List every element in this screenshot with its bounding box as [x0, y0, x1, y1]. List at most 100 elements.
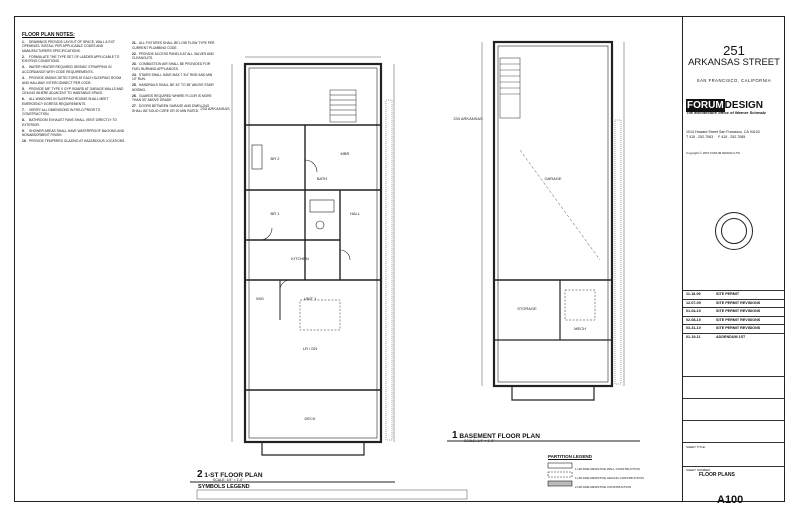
note-number: 21.	[132, 41, 137, 45]
plan-number: 1	[452, 430, 458, 441]
room-label: STORAGE	[517, 306, 537, 311]
note-text: FORMULATE THE TYPE SET OF LADDER APPLICA…	[22, 54, 120, 64]
note-item: 1.DRAWINGS PROVIDE LAYOUT OF SPACE, WALL…	[22, 40, 127, 54]
project-street: ARKANSAS STREET	[688, 57, 780, 68]
note-item: 7.VERIFY ALL DIMENSIONS IN FIELD PRIOR T…	[22, 108, 127, 117]
first-floor-plan-scale: SCALE: 1/4" = 1'-0"	[213, 478, 244, 482]
copyright-notice: Copyright © 2007 FORUM DESIGN LTD.	[686, 151, 741, 155]
note-item: 8.BATHROOM EXHAUST FANS SHALL VENT DIREC…	[22, 118, 127, 127]
note-item: 26.GUARDS REQUIRED WHERE FLOOR IS MORE T…	[132, 94, 215, 103]
revision-description: SITE PERMIT REVISIONS	[716, 300, 761, 305]
note-text: COMBUSTION AIR SHALL BE PROVIDED FOR FUE…	[132, 62, 211, 71]
firm-tagline: The architecture office of Warner Schmal…	[686, 110, 766, 115]
revision-date: 11-18-09	[686, 292, 701, 296]
first-floor-plan-title: 2 1-ST FLOOR PLAN	[197, 469, 263, 480]
note-item: 21.ALL FIXTURES SHALL BE LOW FLOW TYPE P…	[132, 41, 215, 50]
room-label: KITCHEN	[291, 256, 309, 261]
note-number: 26.	[132, 93, 137, 98]
room-label: GARAGE	[544, 176, 561, 181]
revision-date: 01-04-10	[686, 309, 701, 314]
note-item: 5.PROVIDE 5/8" TYPE X GYP. BOARD AT GARA…	[22, 87, 127, 96]
neighbor-label: 233 ARKANSAS	[453, 116, 483, 121]
title-block: 251 ARKANSAS STREET SAN FRANCISCO, CALIF…	[682, 16, 785, 506]
note-text: SHOWER AREAS SHALL HAVE WATERPROOF BACKI…	[22, 128, 125, 138]
note-text: GUARDS REQUIRED WHERE FLOOR IS MORE THAN…	[132, 93, 212, 103]
room-label: BATH	[317, 176, 327, 181]
partition-legend-item: 1 HR FIRE RESISTIVE WALL CONSTRUCTION	[575, 467, 640, 471]
plan-title-text: 1-ST FLOOR PLAN	[204, 472, 263, 479]
room-label: MBR	[341, 151, 350, 156]
note-item: 25.HANDRAILS SHALL BE 34" TO 38" ABOVE S…	[132, 83, 215, 92]
note-number: 23.	[132, 62, 137, 67]
note-item: 24.STAIRS SHALL HAVE MAX 7 3/4" RISE AND…	[132, 73, 215, 82]
room-label: W/D	[256, 296, 264, 301]
office-contact: 1014 Howard Street San Francisco, CA 941…	[686, 130, 760, 140]
note-number: 1.	[22, 39, 25, 44]
revision-row: 02-08-10 SITE PERMIT REVISIONS	[683, 315, 785, 325]
office-address: 1014 Howard Street San Francisco, CA 941…	[686, 130, 760, 134]
floor-plan-notes-continued: 21.ALL FIXTURES SHALL BE LOW FLOW TYPE P…	[132, 41, 215, 115]
plan-number: 2	[197, 469, 203, 480]
partition-legend-title: PARTITION LEGEND	[548, 454, 592, 459]
note-text: WATER HEATER REQUIRED SEISMIC STRAPPING …	[22, 65, 112, 74]
room-label: LR / DN	[303, 346, 317, 351]
revision-row: 11-18-09 SITE PERMIT	[683, 290, 785, 299]
revision-date: 03-31-10	[686, 326, 701, 331]
note-number: 8.	[22, 118, 25, 123]
note-item: 4.PROVIDE SMOKE DETECTORS AT EACH SLEEPI…	[22, 76, 127, 85]
firm-logo-text: DESIGN	[724, 100, 764, 111]
note-number: 2.	[22, 54, 25, 59]
note-text: BATHROOM EXHAUST FANS SHALL VENT DIRECTL…	[22, 118, 117, 127]
room-label: DECK	[304, 416, 315, 421]
note-item: 23.COMBUSTION AIR SHALL BE PROVIDED FOR …	[132, 62, 215, 71]
first-floor-outline	[243, 62, 383, 444]
revision-date: 02-08-10	[686, 317, 701, 322]
sheet-title-label: SHEET TITLE:	[686, 445, 706, 449]
note-text: PROVIDE SMOKE DETECTORS AT EACH SLEEPING…	[22, 75, 122, 85]
project-city: SAN FRANCISCO, CALIFORNIA	[696, 78, 772, 83]
note-number: 5.	[22, 86, 25, 91]
room-label: HALL	[350, 211, 361, 216]
symbols-legend-title: SYMBOLS LEGEND	[198, 484, 250, 490]
note-item: 10.PROVIDE TEMPERED GLAZING AT HAZARDOUS…	[22, 139, 127, 144]
note-number: 6.	[22, 97, 25, 102]
note-number: 24.	[132, 72, 137, 77]
revision-description: SITE PERMIT REVISIONS	[716, 317, 761, 322]
note-text: DRAWINGS PROVIDE LAYOUT OF SPACE, WALL &…	[22, 39, 116, 53]
sheet-number-label: SHEET NUMBER:	[686, 468, 711, 472]
note-text: PROVIDE TEMPERED GLAZING AT HAZARDOUS LO…	[29, 139, 126, 144]
revision-description: SITE PERMIT	[716, 292, 740, 296]
note-number: 3.	[22, 65, 25, 70]
revision-description: ADDENDUM 1ST	[716, 334, 746, 339]
notes-heading: FLOOR PLAN NOTES:	[22, 32, 75, 38]
note-number: 27.	[132, 104, 137, 109]
plan-title-text: BASEMENT FLOOR PLAN	[459, 433, 540, 440]
project-address-number: 251	[723, 43, 745, 58]
room-label: BR 1	[271, 211, 281, 216]
firm-logo: FORUMDESIGN	[686, 95, 782, 112]
partition-legend-item: 1 HR FIRE RESISTIVE CEILING CONSTRUCTION	[575, 476, 644, 480]
note-number: 9.	[22, 128, 25, 133]
note-number: 25.	[132, 83, 137, 88]
note-number: 4.	[22, 75, 25, 80]
revision-date: 12-07-09	[686, 300, 701, 305]
basement-plan-scale: SCALE: 1/4" = 1'-0"	[464, 439, 495, 443]
architect-seal-icon	[715, 212, 753, 250]
room-label: BR 2	[271, 156, 281, 161]
note-text: HANDRAILS SHALL BE 34" TO 38" ABOVE STAI…	[132, 83, 214, 92]
note-number: 22.	[132, 51, 137, 56]
neighbor-label: 233 ARKANSAS	[200, 106, 230, 111]
note-item: 2.FORMULATE THE TYPE SET OF LADDER APPLI…	[22, 55, 127, 64]
note-item: 9.SHOWER AREAS SHALL HAVE WATERPROOF BAC…	[22, 129, 127, 138]
drawing-sheet	[14, 16, 785, 502]
sheet-number: A100	[717, 494, 744, 506]
revision-row: 01-19-11 ADDENDUM 1ST	[683, 332, 785, 342]
basement-outline	[492, 40, 614, 388]
office-fax: F 415 . 252.7065	[718, 135, 746, 139]
note-text: ALL WINDOWS IN SLEEPING ROOMS SHALL MEET…	[22, 97, 109, 106]
note-number: 10.	[22, 139, 27, 144]
revision-date: 01-19-11	[686, 334, 701, 339]
